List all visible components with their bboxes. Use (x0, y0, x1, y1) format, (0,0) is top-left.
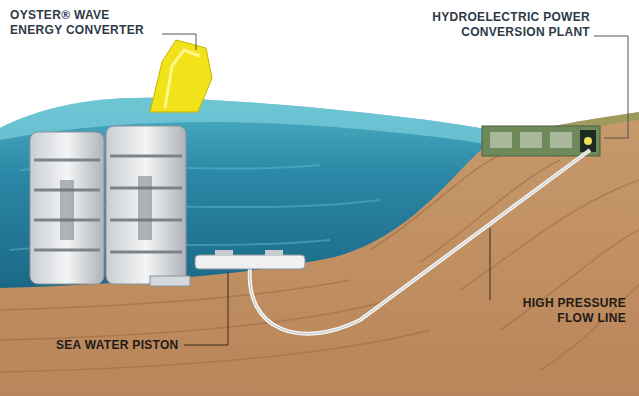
leader-line (184, 272, 228, 345)
callout-label: HYDROELECTRIC POWER CONVERSION PLANT (398, 10, 590, 40)
leader-line (490, 228, 491, 300)
callout-label: SEA WATER PISTON (56, 338, 182, 353)
leader-line (594, 36, 628, 138)
callout-label: HIGH PRESSURE FLOW LINE (498, 296, 626, 326)
power-plant (482, 126, 600, 156)
oyster-highlight (165, 50, 200, 108)
seabed-ground (0, 112, 639, 396)
leader-line (162, 34, 196, 50)
oyster-flap (30, 126, 186, 284)
callout-label: OYSTER® WAVE ENERGY CONVERTER (10, 8, 160, 38)
oyster-yellow-top (150, 40, 212, 112)
